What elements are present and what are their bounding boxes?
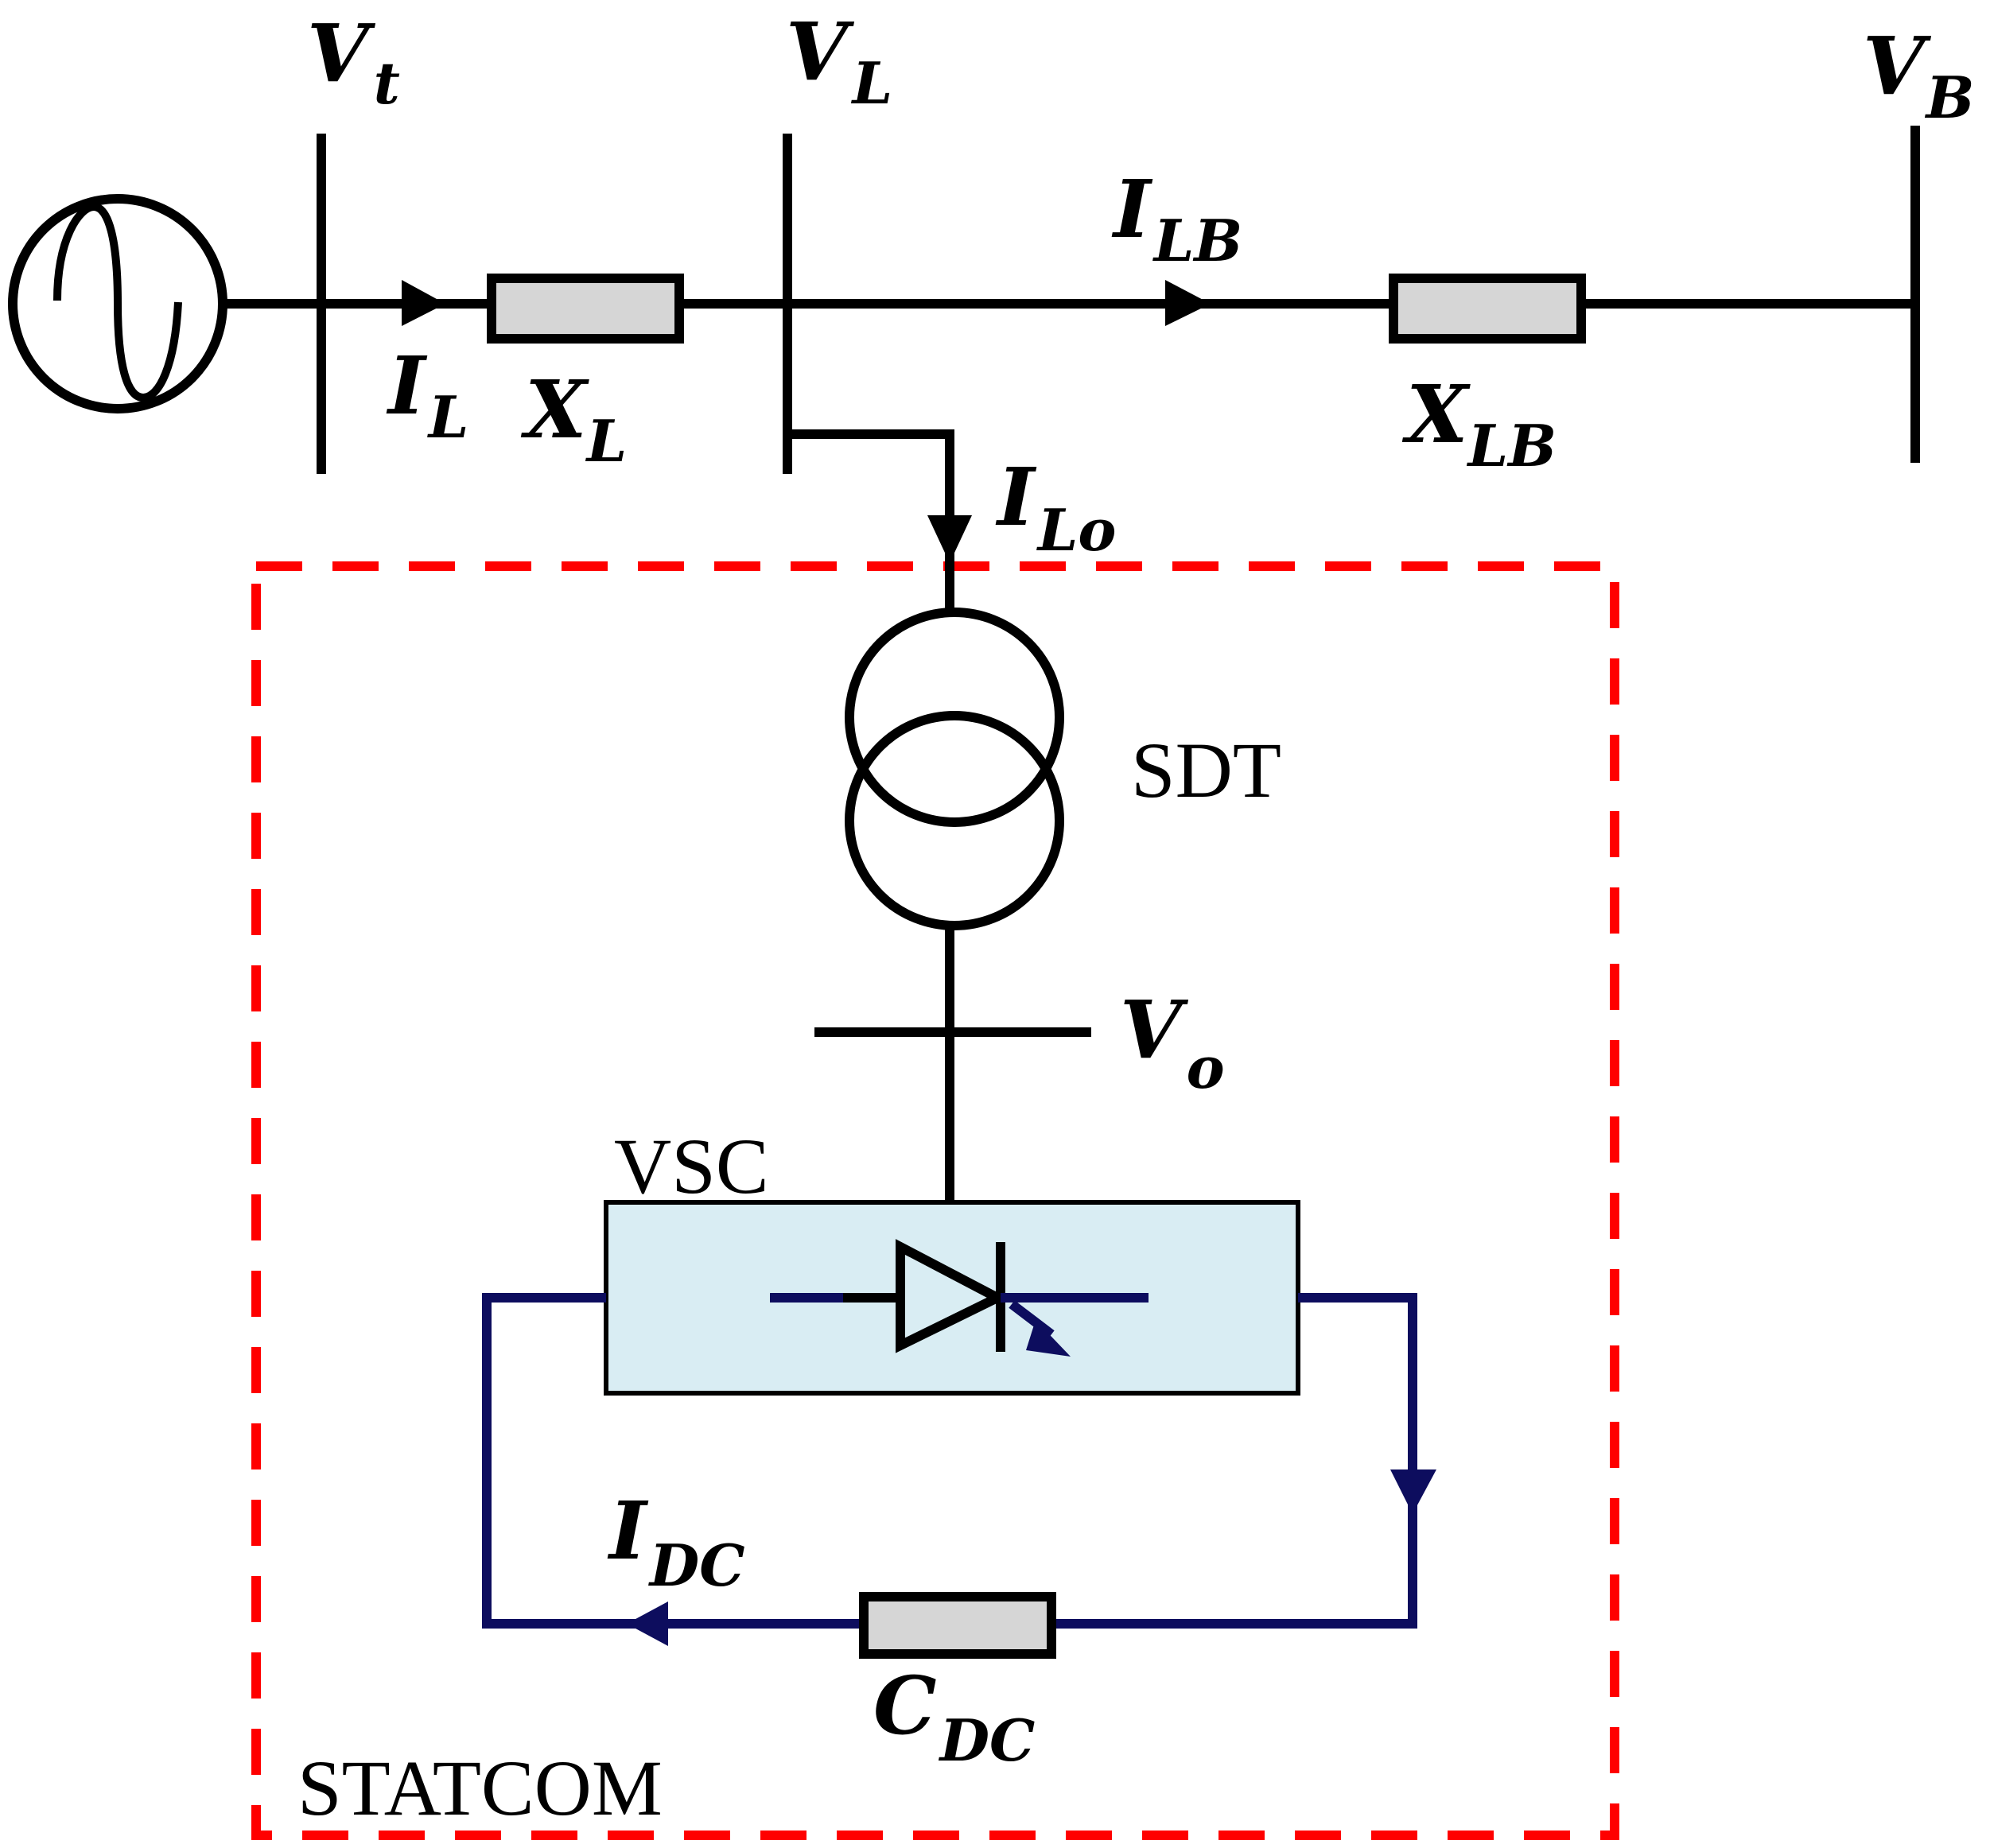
arrow-idc-icon <box>627 1601 668 1646</box>
capacitor-cdc <box>859 1592 1056 1659</box>
label-vo: Vo <box>1120 983 1225 1101</box>
label-vt: Vt <box>307 6 400 117</box>
dc-loop-left <box>482 1293 864 1629</box>
label-ilo: ILo <box>995 450 1116 564</box>
label-ilb: ILB <box>1111 162 1242 274</box>
shunt-branch <box>787 429 954 612</box>
label-statcom: STATCOM <box>297 1744 663 1832</box>
arrow-ilo-icon <box>927 515 972 563</box>
impedance-xl <box>487 274 684 344</box>
label-cdc: CDC <box>873 1659 1035 1774</box>
arrow-ilb-icon <box>1165 280 1211 326</box>
thyristor-icon <box>770 1239 1149 1357</box>
sine-wave-icon <box>53 202 182 402</box>
dc-loop-right <box>1051 1293 1417 1629</box>
label-xl: XL <box>520 363 627 475</box>
label-vl: VL <box>786 5 892 117</box>
label-vsc: VSC <box>614 1122 769 1210</box>
sdt-transformer <box>845 608 1064 930</box>
arrow-dc-right-icon <box>1390 1469 1436 1514</box>
ac-source <box>8 194 227 413</box>
vsc-block <box>604 1200 1300 1396</box>
label-xlb: XLB <box>1401 367 1557 479</box>
label-vb: VB <box>1863 19 1974 131</box>
label-idc: IDC <box>607 1484 745 1599</box>
label-il: IL <box>386 339 468 451</box>
label-sdt: SDT <box>1131 726 1281 814</box>
arrow-il-icon <box>402 280 445 326</box>
statcom-enclosure <box>251 561 1619 1840</box>
impedance-xlb <box>1389 274 1586 344</box>
